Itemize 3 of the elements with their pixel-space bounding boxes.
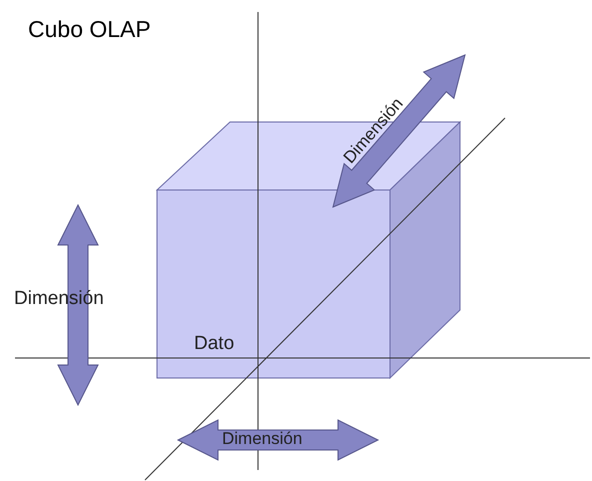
dimension-label: Dimensión — [222, 430, 302, 447]
title: Cubo OLAP — [28, 15, 151, 44]
data-label: Dato — [194, 334, 234, 353]
